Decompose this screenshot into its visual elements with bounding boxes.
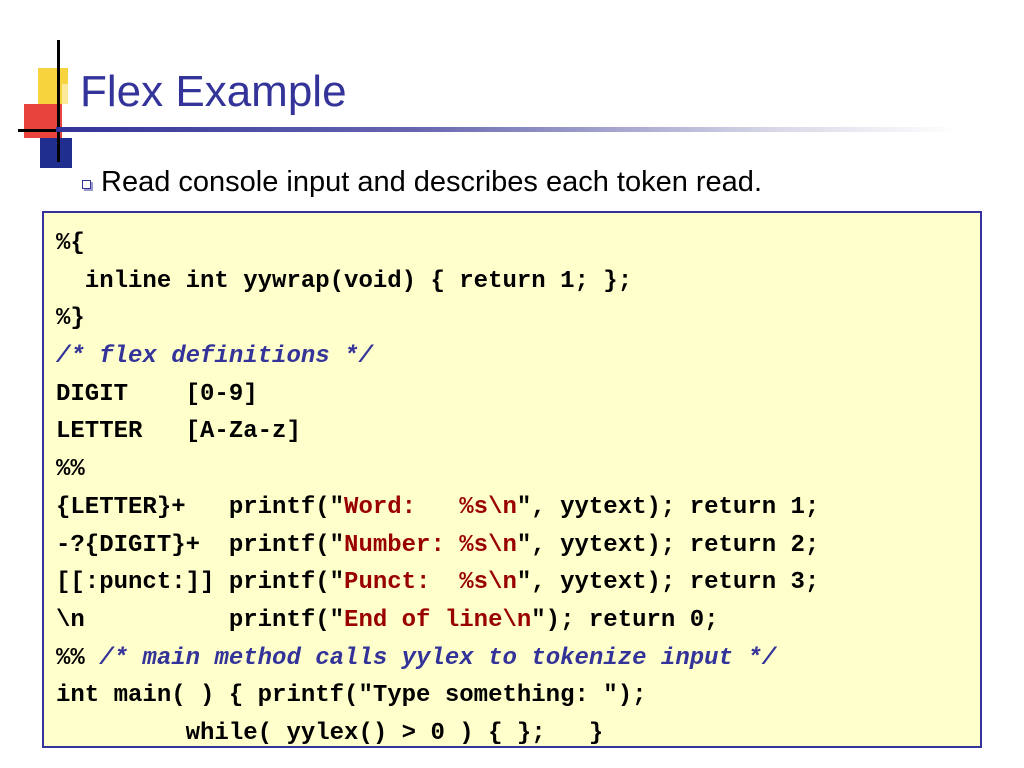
code-line: {LETTER}+ printf("Word: %s\n", yytext); … bbox=[56, 489, 980, 527]
code-line: while( yylex() > 0 ) { }; } bbox=[56, 719, 604, 747]
code-segment: -?{DIGIT}+ printf(" bbox=[56, 531, 345, 559]
code-segment: [[:punct:]] printf(" bbox=[56, 569, 345, 597]
code-segment: ", yytext); return 1; bbox=[516, 493, 820, 521]
decorative-light-strip bbox=[62, 84, 68, 104]
code-line: %% /* main method calls yylex to tokeniz… bbox=[56, 640, 980, 678]
square-bullet-icon bbox=[82, 179, 91, 189]
code-line: inline int yywrap(void) { return 1; }; bbox=[56, 267, 633, 295]
bullet-item: Read console input and describes each to… bbox=[82, 162, 762, 202]
bullet-text: Read console input and describes each to… bbox=[101, 166, 762, 198]
code-line: [[:punct:]] printf("Punct: %s\n", yytext… bbox=[56, 564, 980, 602]
decorative-blue-square bbox=[40, 138, 72, 168]
code-string: Number: %s\n bbox=[344, 531, 517, 559]
code-line: %{ bbox=[56, 230, 85, 257]
code-comment: /* main method calls yylex to tokenize i… bbox=[99, 644, 777, 672]
code-segment: %% bbox=[56, 644, 100, 672]
code-line: %} bbox=[56, 305, 85, 333]
code-comment-line: /* flex definitions */ bbox=[56, 343, 373, 371]
code-segment: ", yytext); return 2; bbox=[516, 531, 820, 559]
slide-title: Flex Example bbox=[80, 67, 347, 116]
code-string: Punct: %s\n bbox=[344, 569, 517, 597]
code-line: %% bbox=[56, 456, 85, 484]
code-string: Word: %s\n bbox=[344, 493, 517, 521]
code-segment: ", yytext); return 3; bbox=[516, 569, 820, 597]
code-line: int main( ) { printf("Type something: ")… bbox=[56, 682, 647, 710]
code-line: DIGIT [0-9] bbox=[56, 380, 258, 408]
code-string: End of line\n bbox=[344, 606, 532, 634]
code-block: %{ inline int yywrap(void) { return 1; }… bbox=[42, 211, 982, 748]
decorative-vertical-line bbox=[57, 40, 60, 162]
title-underline bbox=[56, 127, 956, 132]
code-segment: {LETTER}+ printf(" bbox=[56, 493, 345, 521]
decorative-red-square bbox=[24, 104, 62, 138]
code-segment: \n printf(" bbox=[56, 606, 345, 634]
code-line: \n printf("End of line\n"); return 0; bbox=[56, 602, 980, 640]
code-line: LETTER [A-Za-z] bbox=[56, 418, 301, 446]
code-segment: "); return 0; bbox=[531, 606, 719, 634]
code-line: -?{DIGIT}+ printf("Number: %s\n", yytext… bbox=[56, 527, 980, 565]
decorative-horizontal-line bbox=[18, 129, 86, 132]
